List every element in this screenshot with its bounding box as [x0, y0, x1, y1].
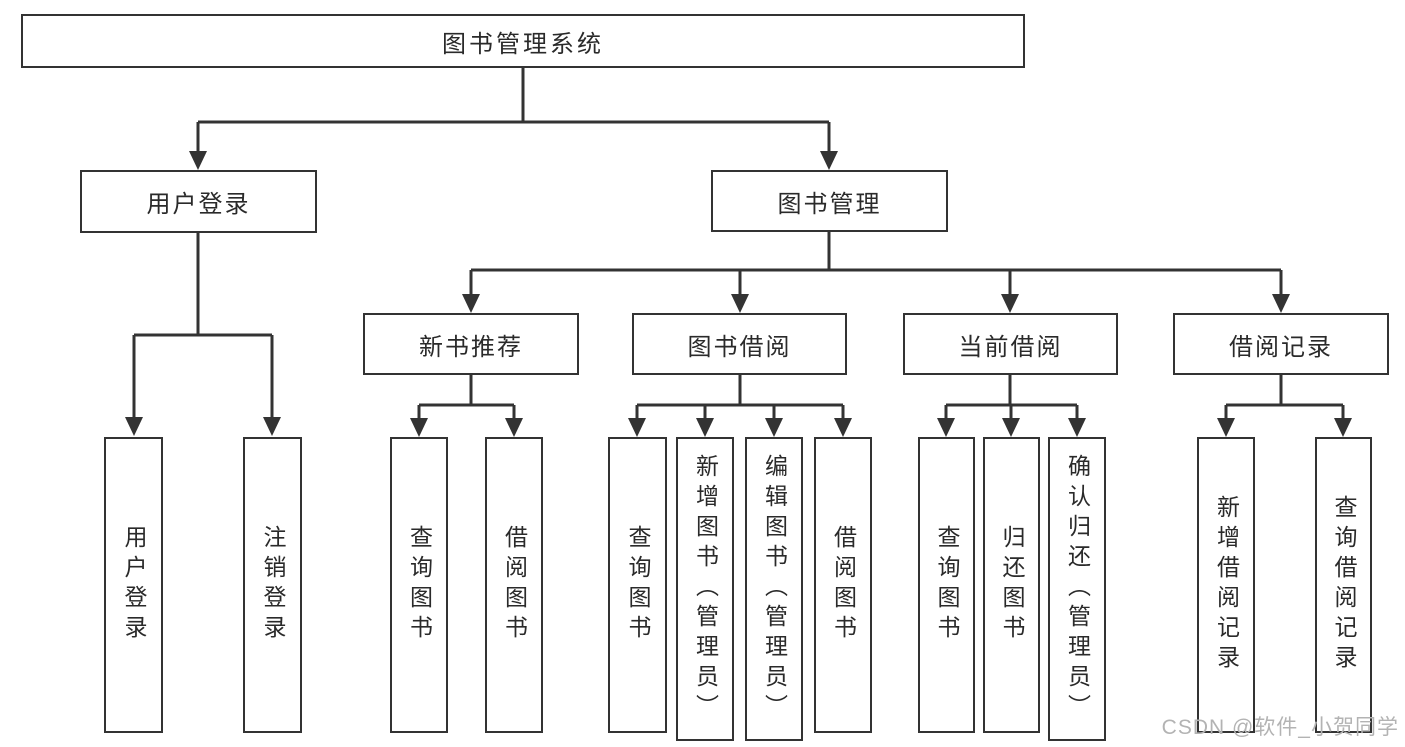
arrowhead [125, 417, 143, 436]
node-user-login: 用户登录 [80, 170, 317, 233]
leaf-borrow-books-borrowing: 借阅图书 [814, 437, 872, 733]
leaf-user-login: 用户登录 [104, 437, 163, 733]
leaf-edit-book-admin: 编辑图书（管理员） [745, 437, 803, 741]
arrowhead [1002, 418, 1020, 437]
arrowhead [189, 151, 207, 170]
csdn-watermark: CSDN @软件_小贺同学 [1161, 716, 1399, 739]
arrowhead [820, 151, 838, 170]
node-book-management: 图书管理 [711, 170, 948, 232]
leaf-query-books-current: 查询图书 [918, 437, 975, 733]
arrowhead [462, 294, 480, 313]
leaf-confirm-return-admin: 确认归还（管理员） [1048, 437, 1106, 741]
node-borrowing-records: 借阅记录 [1173, 313, 1389, 375]
arrowhead [1068, 418, 1086, 437]
node-new-book-recommend: 新书推荐 [363, 313, 579, 375]
leaf-logout: 注销登录 [243, 437, 302, 733]
leaf-borrow-books-recommend: 借阅图书 [485, 437, 543, 733]
leaf-add-book-admin: 新增图书（管理员） [676, 437, 734, 741]
arrowhead [505, 418, 523, 437]
leaf-query-books-borrowing: 查询图书 [608, 437, 667, 733]
arrowhead [1272, 294, 1290, 313]
leaf-return-book: 归还图书 [983, 437, 1040, 733]
arrowhead [937, 418, 955, 437]
arrowhead [1334, 418, 1352, 437]
node-book-borrowing: 图书借阅 [632, 313, 847, 375]
arrowhead [628, 418, 646, 437]
node-current-borrowing: 当前借阅 [903, 313, 1118, 375]
arrowhead [834, 418, 852, 437]
leaf-add-borrow-record: 新增借阅记录 [1197, 437, 1255, 733]
arrowhead [1217, 418, 1235, 437]
arrowhead [696, 418, 714, 437]
leaf-query-borrow-record: 查询借阅记录 [1315, 437, 1372, 733]
arrowhead [410, 418, 428, 437]
arrowhead [1001, 294, 1019, 313]
node-root: 图书管理系统 [21, 14, 1025, 68]
leaf-query-books-recommend: 查询图书 [390, 437, 448, 733]
arrowhead [263, 417, 281, 436]
arrowhead [731, 294, 749, 313]
arrowhead [765, 418, 783, 437]
